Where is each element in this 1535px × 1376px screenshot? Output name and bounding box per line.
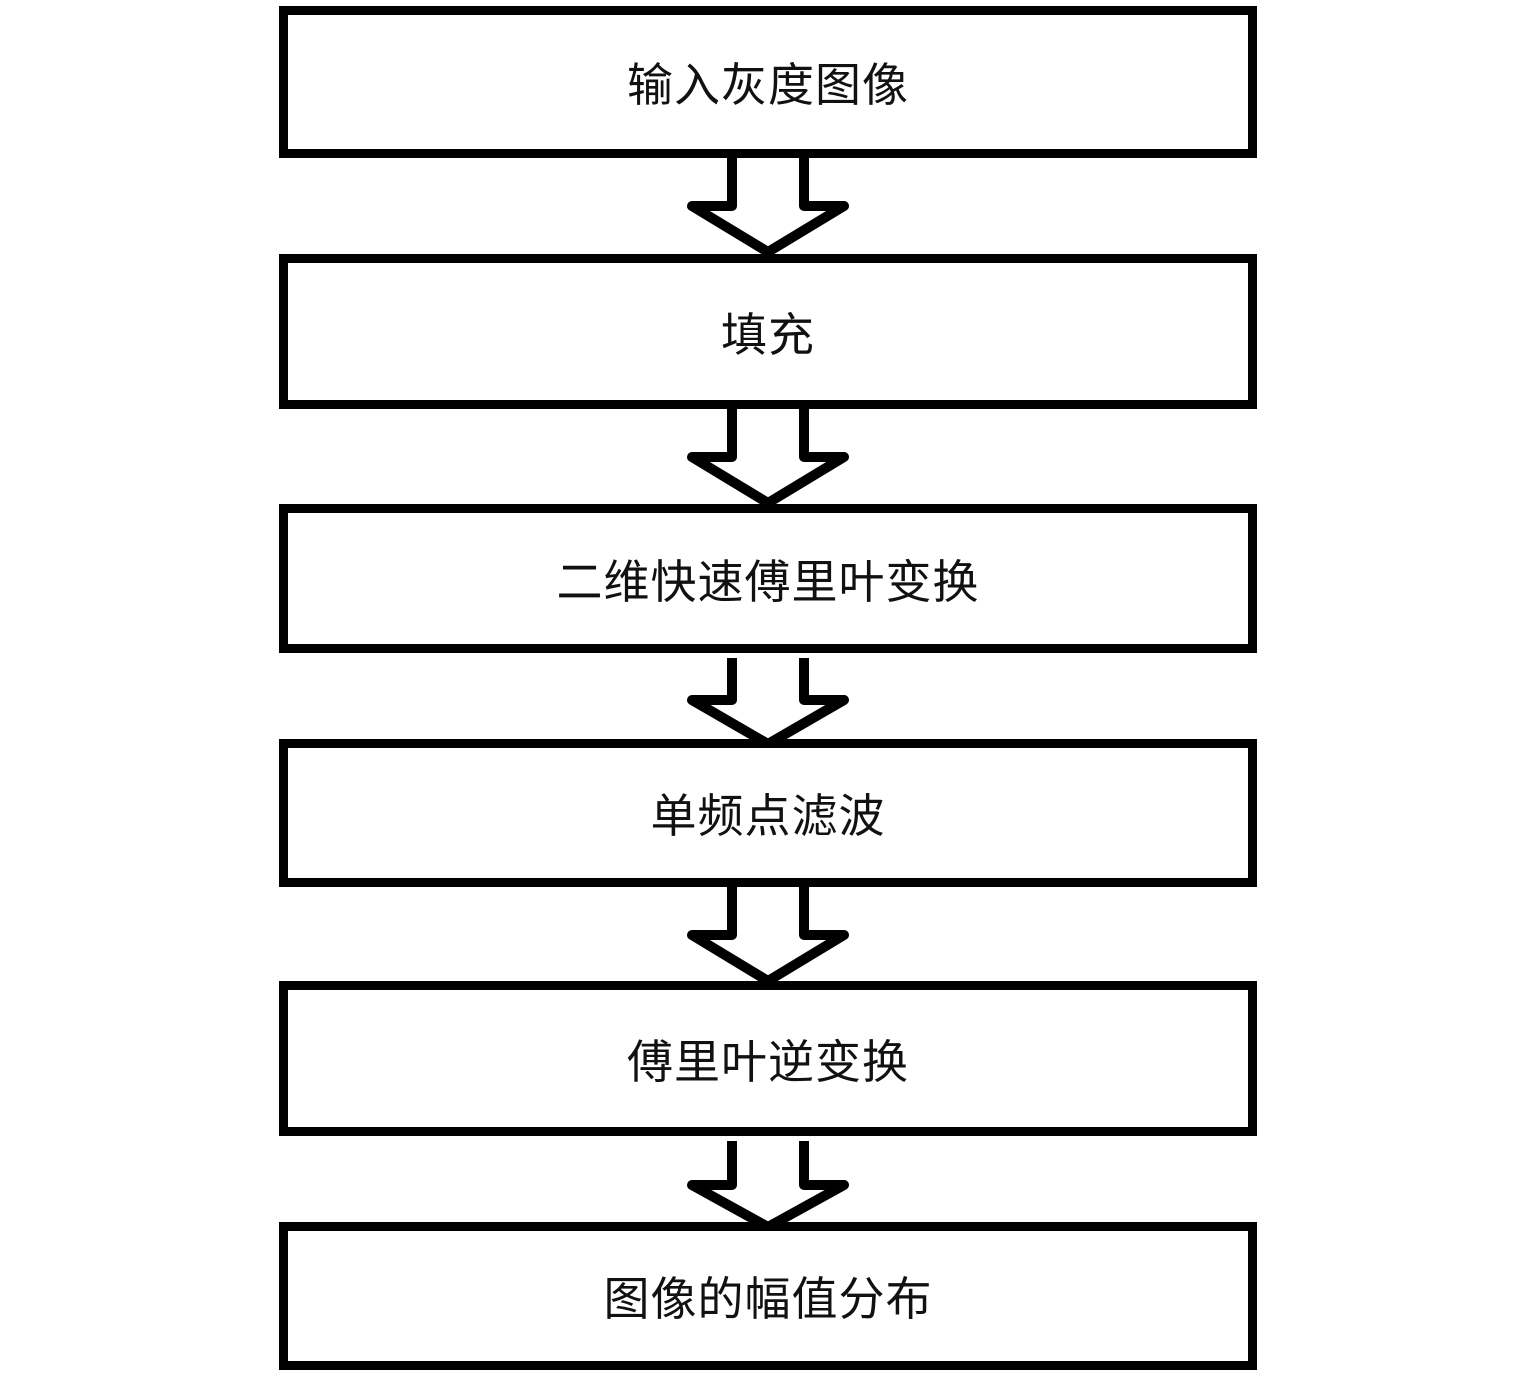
down-arrow-icon	[687, 409, 849, 508]
down-arrow-icon	[687, 158, 849, 257]
step-input-grayscale-image: 输入灰度图像	[279, 6, 1257, 158]
down-arrow-icon	[687, 658, 849, 749]
step-label: 输入灰度图像	[627, 58, 909, 112]
step-label: 傅里叶逆变换	[627, 1034, 909, 1089]
step-padding: 填充	[279, 254, 1257, 409]
down-arrow-icon	[687, 1141, 849, 1232]
step-single-frequency-filter: 单频点滤波	[279, 739, 1257, 887]
step-image-amplitude-distribution: 图像的幅值分布	[279, 1222, 1257, 1370]
step-label: 图像的幅值分布	[603, 1272, 933, 1326]
step-inverse-fourier-transform: 傅里叶逆变换	[279, 981, 1257, 1136]
step-label: 二维快速傅里叶变换	[556, 554, 980, 609]
step-2d-fft: 二维快速傅里叶变换	[279, 504, 1257, 653]
step-label: 填充	[721, 307, 815, 362]
down-arrow-icon	[687, 887, 849, 986]
step-label: 单频点滤波	[650, 789, 886, 843]
